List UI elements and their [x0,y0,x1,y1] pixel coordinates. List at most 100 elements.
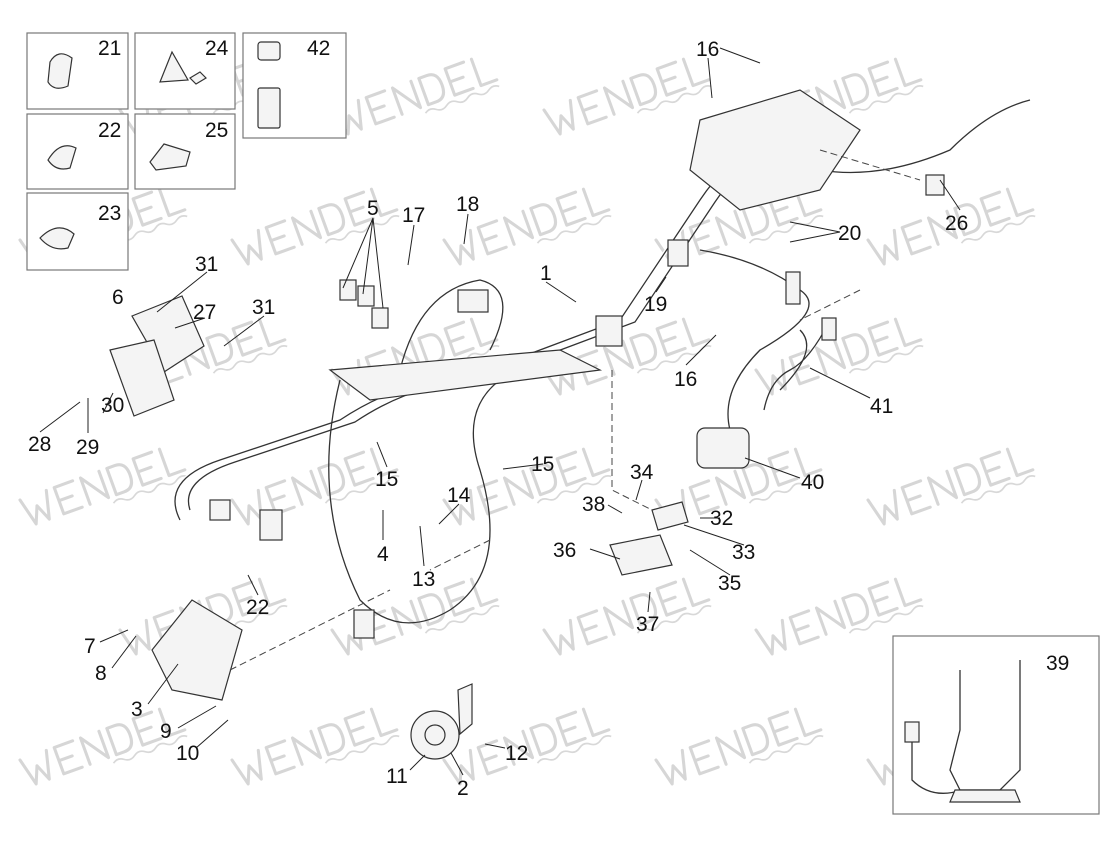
callout-7: 7 [84,635,96,658]
callout-4: 4 [377,543,389,566]
harness-conduit [328,349,603,401]
callout-20: 20 [838,222,861,245]
callout-6: 6 [112,286,124,309]
callout-32: 32 [710,507,733,530]
voltage-regulator [151,599,243,701]
connector [785,271,801,305]
inset-label: 24 [205,37,229,60]
watermark-logo [654,707,824,786]
callout-41: 41 [870,395,893,418]
watermark-logo [754,577,924,656]
inset-label: 22 [98,119,121,142]
leader-lines [39,47,961,776]
callout-33: 33 [732,541,755,564]
main-wiring-harness [173,89,1031,639]
callout-15: 15 [375,468,398,491]
watermark-logo [542,577,712,656]
callout-31: 31 [195,253,218,276]
callout-2: 2 [457,777,469,800]
callout-40: 40 [801,471,824,494]
callout-30: 30 [101,394,124,417]
inset-box-24: 24 [134,32,236,110]
callout-19: 19 [644,293,667,316]
inset-box-25: 25 [134,113,236,190]
callout-26: 26 [945,212,968,235]
watermark-logo [542,57,712,136]
connector [904,721,920,743]
watermark-logo [330,577,500,656]
watermark-logo [230,447,400,526]
callout-34: 34 [630,461,654,484]
watermark-logo [230,187,400,266]
clip-icon [47,145,77,170]
connector [821,317,837,341]
clamp-icon [39,227,75,250]
watermark-logo [754,317,924,396]
callout-labels: 1 2 3 4 5 6 7 8 9 10 11 12 13 14 15 15 1… [28,38,968,800]
callout-3: 3 [131,698,143,721]
callout-16: 16 [674,368,697,391]
ecu-unit [109,339,175,417]
callout-5: 5 [367,197,379,220]
inset-label: 21 [98,37,121,60]
connector [259,509,283,541]
callout-18: 18 [456,193,479,216]
callout-35: 35 [718,572,741,595]
callout-11: 11 [386,765,408,788]
connector [353,609,375,639]
cable-tie-icon [47,53,73,89]
watermark-logo [18,447,188,526]
relay [339,279,357,301]
relay [371,307,389,329]
watermark-logo [330,57,500,136]
callout-12: 12 [505,742,528,765]
watermark-logo [442,707,612,786]
callout-13: 13 [412,568,435,591]
callout-1: 1 [540,262,552,285]
horn-center [424,724,446,746]
ecu-assembly [109,295,205,417]
callout-16: 16 [696,38,719,61]
connector [209,499,231,521]
callout-31: 31 [252,296,275,319]
inset-box-42: 42 [242,32,347,139]
watermark-logo [866,447,1036,526]
callout-37: 37 [636,613,659,636]
callout-38: 38 [582,493,605,516]
inset-label: 42 [307,37,330,60]
watermark-logo [442,187,612,266]
connector [925,174,945,196]
callout-28: 28 [28,433,51,456]
relay [357,285,375,307]
bracket-icon [149,143,191,171]
connector-icon [257,87,281,129]
horn-bracket [457,683,473,736]
watermark-logo [230,707,400,786]
callout-9: 9 [160,720,172,743]
sensor [651,501,689,531]
watermark-logo [866,187,1036,266]
inset-box-23: 23 [26,192,129,271]
callout-17: 17 [402,204,425,227]
inset-box-21: 21 [26,32,129,110]
sensor-bracket [609,534,673,576]
inset-label: 25 [205,119,228,142]
callout-22: 22 [246,596,269,619]
callout-29: 29 [76,436,99,459]
detail-box-label: 39 [1046,652,1069,675]
connector-icon [257,41,281,61]
inset-box-22: 22 [26,113,129,190]
watermark-logo [442,447,612,526]
detail-box-39: 39 [892,635,1100,815]
callout-27: 27 [193,301,216,324]
callout-8: 8 [95,662,107,685]
callout-10: 10 [176,742,199,765]
bracket [949,789,1021,803]
callout-36: 36 [553,539,576,562]
inset-label: 23 [98,202,121,225]
connector [667,239,689,267]
fuse-box [595,315,623,347]
front-harness-section [689,89,861,211]
connector-block [457,289,489,313]
